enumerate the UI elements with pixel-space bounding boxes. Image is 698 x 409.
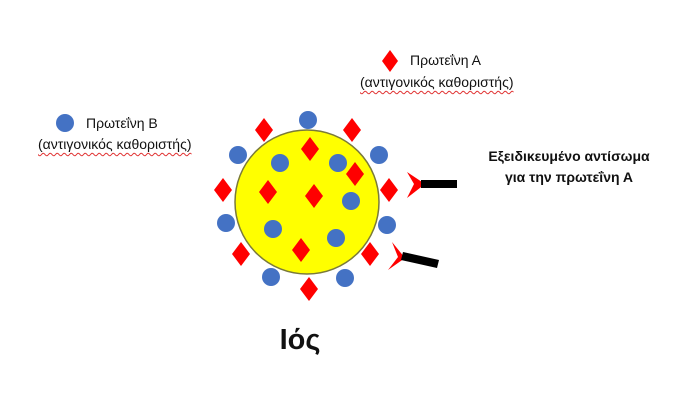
antibody-label: Εξειδικευμένο αντίσωμα για την πρωτεΐνη … (464, 146, 674, 188)
protein-a-diamond-icon (300, 277, 318, 301)
protein-b-circle-icon (217, 214, 235, 232)
protein-b-circle-icon (264, 220, 282, 238)
protein-b-circle-icon (327, 229, 345, 247)
virus-title: Ιός (279, 324, 321, 356)
protein-a-diamond-icon (259, 180, 277, 204)
legend-protein-a-diamond-icon (382, 50, 398, 72)
protein-b-subtitle: (αντιγονικός καθοριστής) (38, 136, 192, 152)
protein-b-circle-icon (262, 268, 280, 286)
antibody-label-line2: για την πρωτεΐνη Α (504, 169, 634, 185)
protein-a-diamond-icon (255, 118, 273, 142)
antibody-label-line1: Εξειδικευμένο αντίσωμα (488, 148, 650, 164)
legend-protein-b-circle-icon (56, 114, 74, 132)
protein-b-circle-icon (329, 154, 347, 172)
protein-a-diamond-icon (346, 162, 364, 186)
protein-a-diamond-icon (380, 178, 398, 202)
protein-a-label: Πρωτεΐνη Α (410, 52, 481, 68)
protein-b-circle-icon (370, 146, 388, 164)
protein-a-diamond-icon (292, 238, 310, 262)
protein-a-diamond-icon (232, 242, 250, 266)
protein-a-diamond-icon (301, 137, 319, 161)
protein-a-diamond-icon (343, 118, 361, 142)
protein-a-diamond-icon (214, 178, 232, 202)
antibody-icon (407, 172, 457, 198)
protein-b-circle-icon (342, 192, 360, 210)
protein-b-label: Πρωτεΐνη Β (86, 115, 158, 131)
protein-b-circle-icon (299, 111, 317, 129)
protein-a-diamond-icon (305, 184, 323, 208)
antibody-icon (388, 242, 439, 270)
protein-b-circle-icon (336, 269, 354, 287)
protein-b-circle-icon (378, 216, 396, 234)
protein-a-subtitle: (αντιγονικός καθοριστής) (360, 74, 514, 90)
protein-b-circle-icon (229, 146, 247, 164)
protein-a-diamond-icon (361, 242, 379, 266)
protein-b-circle-icon (271, 154, 289, 172)
